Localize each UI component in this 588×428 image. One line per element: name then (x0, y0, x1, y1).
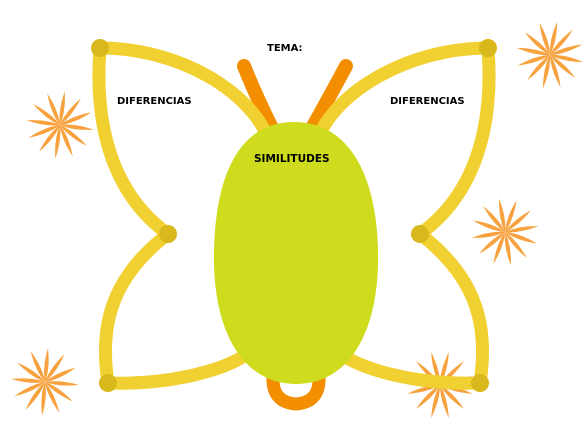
flower-top-left (22, 87, 99, 164)
joint-top-right (479, 39, 497, 57)
joint-mid-left (159, 225, 177, 243)
left-differences-label: DIFERENCIAS (117, 96, 192, 107)
joint-bottom-right (471, 374, 489, 392)
flower-bottom-left (8, 345, 82, 419)
flower-top-right (510, 15, 588, 96)
right-differences-label: DIFERENCIAS (390, 96, 465, 107)
joint-top-left (91, 39, 109, 57)
similarities-label: SIMILITUDES (254, 153, 330, 165)
joint-bottom-left (99, 374, 117, 392)
joint-mid-right (411, 225, 429, 243)
flower-mid-right (461, 188, 548, 275)
topic-label: TEMA: (267, 43, 303, 54)
